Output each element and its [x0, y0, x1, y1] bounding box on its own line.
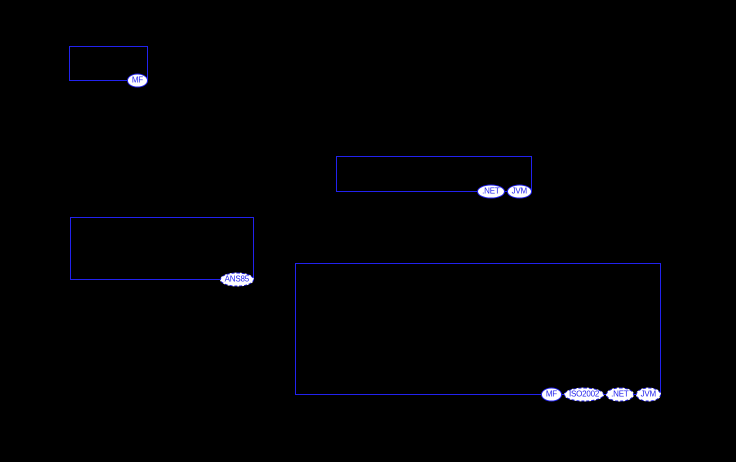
net-flag-badge: .NET — [477, 184, 505, 199]
jvm-flag-badge: JVM — [506, 184, 532, 199]
dialect-badge-row: ANS85 — [219, 272, 254, 287]
mf-flag-badge: MF — [126, 73, 148, 88]
iso2002-flag-badge: ISO2002 — [563, 387, 605, 402]
net-flag-badge: .NET — [606, 387, 634, 402]
dialect-badge-row: MF — [126, 73, 148, 88]
jvm-flag-badge: JVM — [635, 387, 661, 402]
mf-flag-badge: MF — [540, 387, 562, 402]
ans85-flag-badge: ANS85 — [219, 272, 254, 287]
syntax-box: ANS85 — [70, 217, 254, 287]
syntax-box: MF — [69, 46, 148, 88]
